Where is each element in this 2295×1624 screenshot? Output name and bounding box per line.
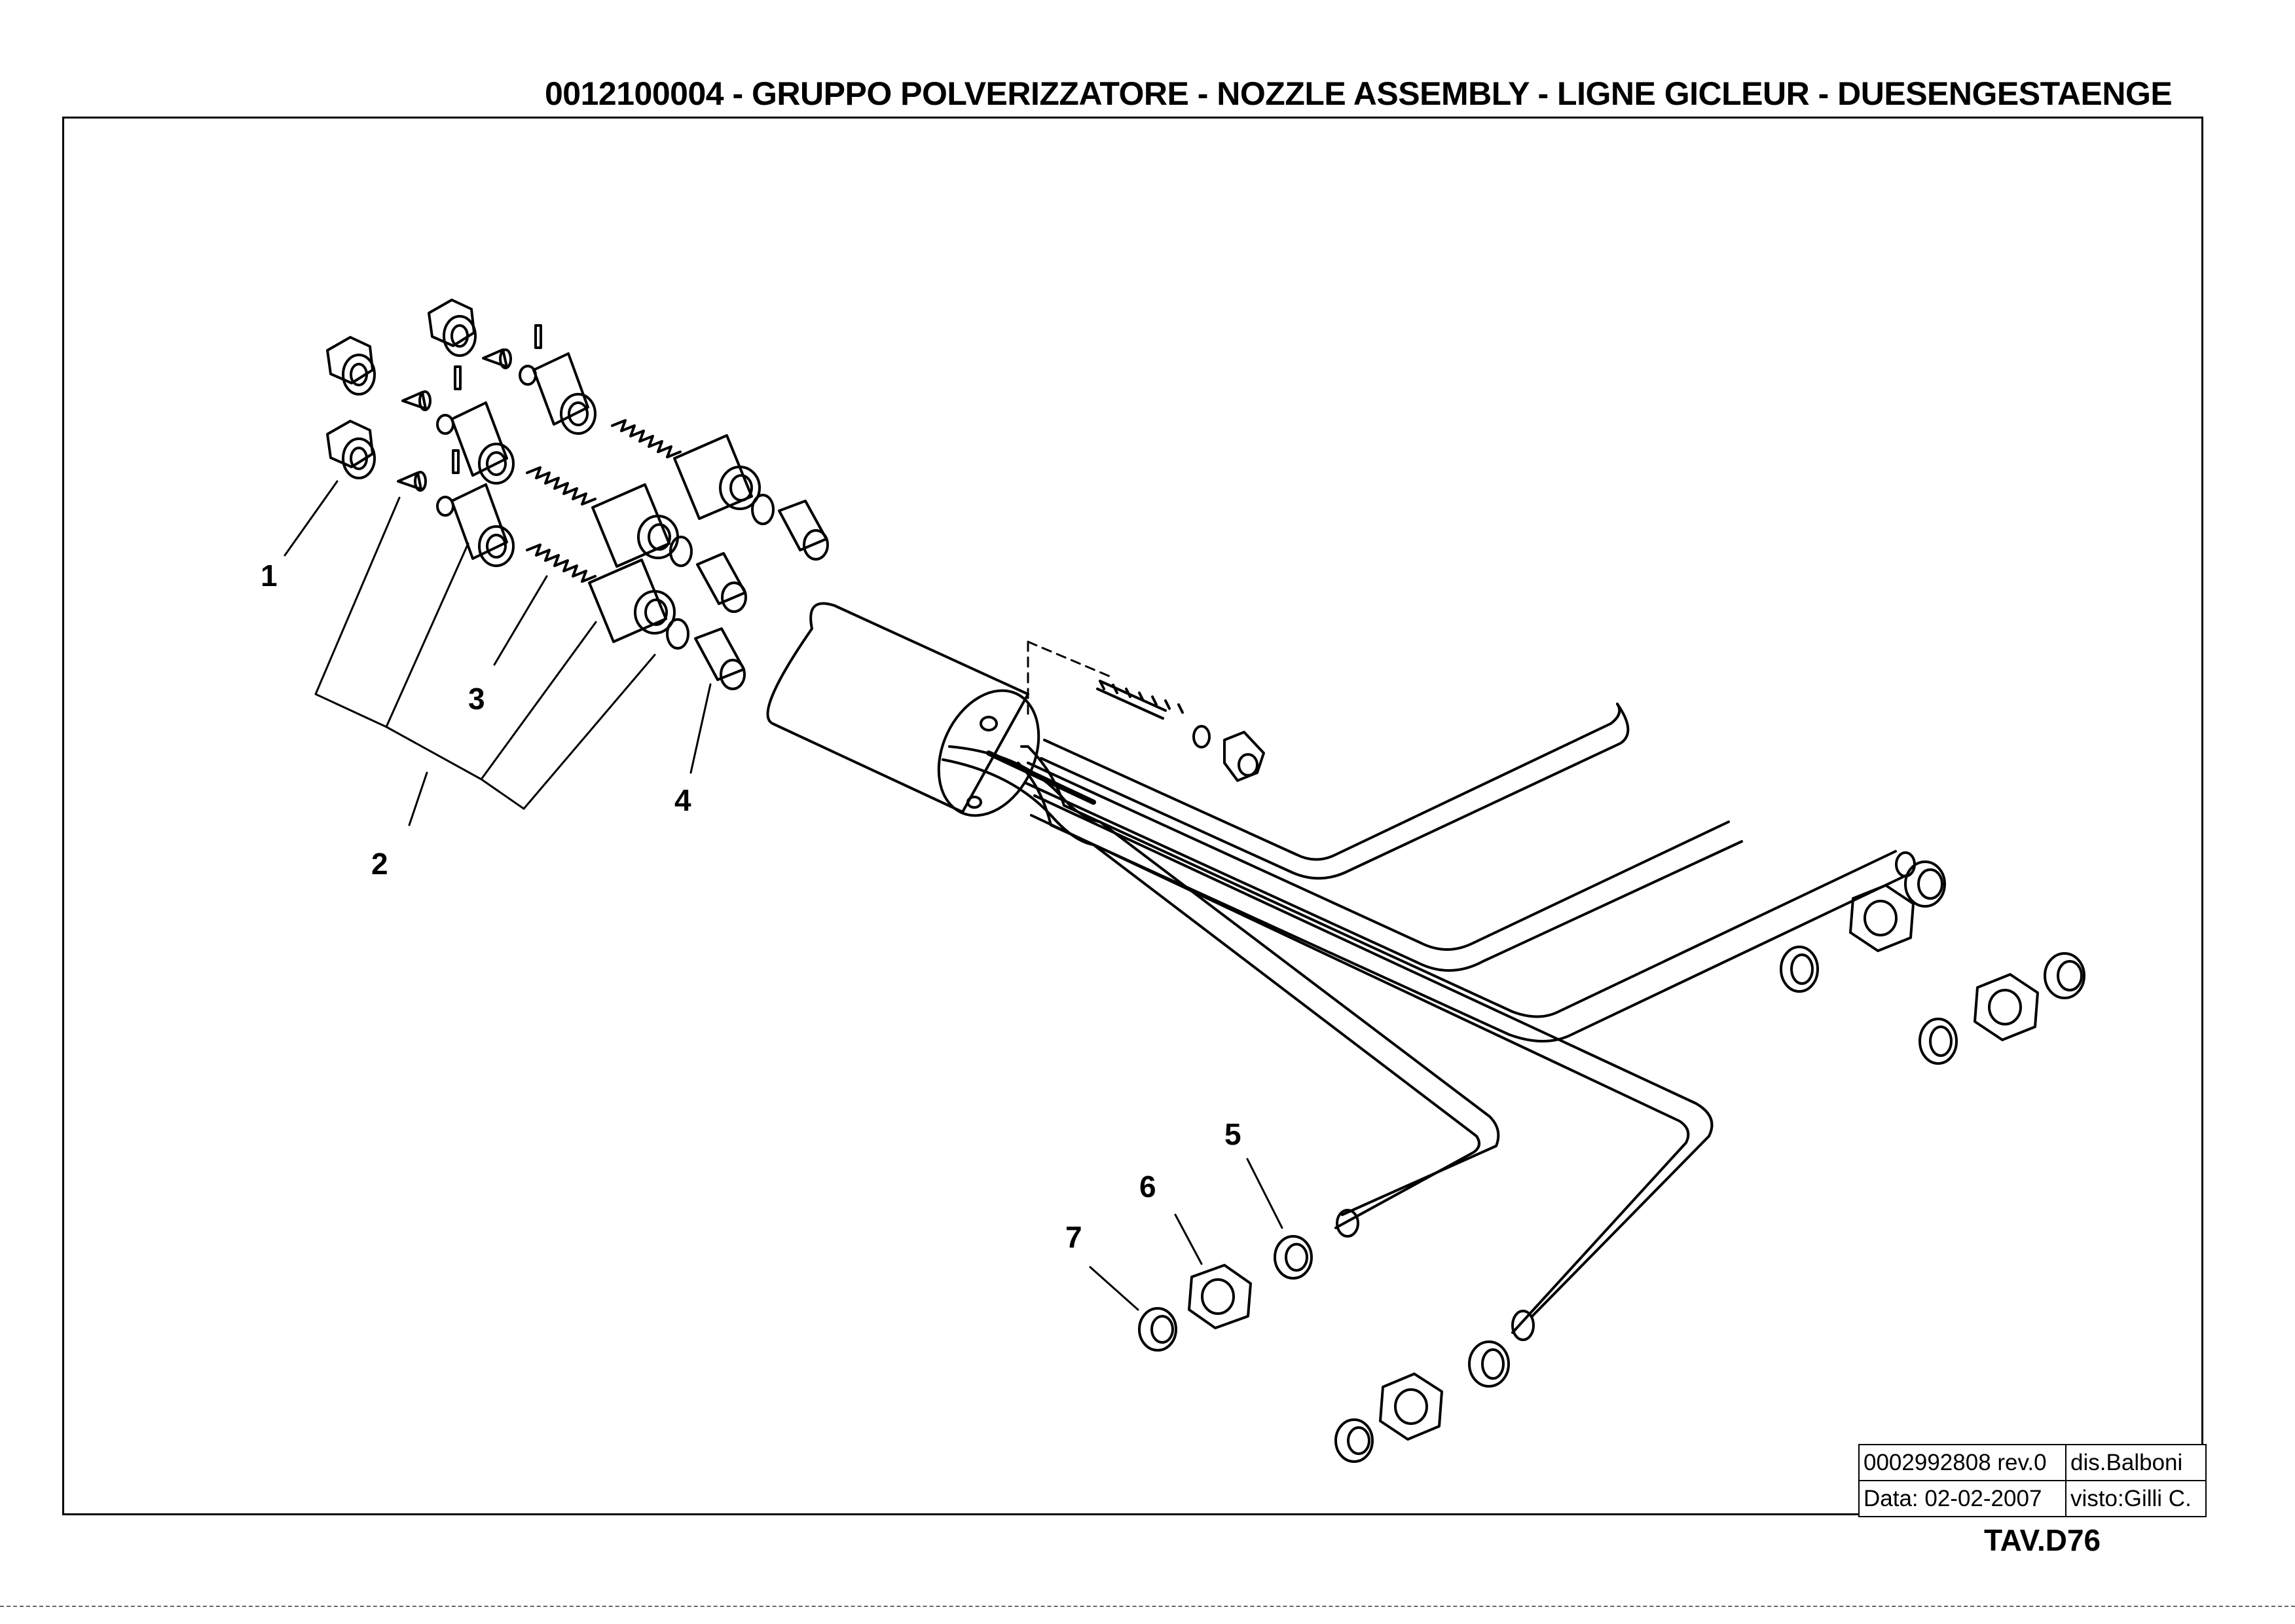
title-block: 0002992808 rev.0 dis.Balboni Data: 02-02… — [1858, 1444, 2207, 1517]
spring — [611, 419, 682, 458]
pin — [452, 449, 460, 474]
hex-nut — [1188, 1264, 1252, 1329]
sleeve — [673, 434, 753, 520]
washer — [1192, 725, 1211, 748]
o-ring — [666, 618, 689, 650]
callout-5: 5 — [1224, 1117, 1241, 1151]
small-fitting — [1223, 731, 1265, 782]
nut-thread-end — [443, 315, 477, 357]
nozzle-row-bottom — [326, 420, 746, 690]
pin — [454, 365, 462, 390]
spring — [526, 466, 597, 506]
cap — [694, 627, 745, 681]
callout-7: 7 — [1065, 1220, 1082, 1254]
cap — [778, 500, 828, 551]
fittings-upper-right — [1780, 860, 1946, 993]
hex-nut — [326, 336, 374, 384]
cone-tip — [482, 348, 508, 368]
pipe-middle-right — [1023, 762, 1743, 972]
hex-nut — [1974, 973, 2039, 1041]
o-ring — [669, 536, 693, 567]
pin — [534, 324, 542, 349]
pipe-thin-stripe — [986, 750, 1096, 805]
nozzle-row-top — [428, 299, 829, 561]
nozzle-row-middle — [326, 336, 747, 613]
threaded-screw — [1096, 680, 1184, 720]
callout-4: 4 — [674, 783, 691, 817]
nozzle-body — [532, 352, 589, 426]
callout-3: 3 — [468, 682, 485, 716]
page-edge-rule — [0, 1606, 2295, 1607]
drawing-date: Data: 02-02-2007 — [1858, 1480, 2067, 1517]
drawn-by: dis.Balboni — [2065, 1444, 2207, 1481]
drawing-number: 0002992808 rev.0 — [1858, 1444, 2067, 1481]
table-code: TAV.D76 — [1984, 1523, 2101, 1557]
callout-2: 2 — [371, 847, 388, 881]
sheet-title: 0012100004 - GRUPPO POLVERIZZATORE - NOZ… — [545, 75, 2173, 112]
hex-nut — [1379, 1373, 1443, 1441]
pipe-end — [1511, 1310, 1535, 1341]
nozzle-body — [450, 401, 508, 477]
o-ring — [751, 494, 775, 525]
spring — [526, 544, 597, 583]
pipe-bottom-right — [1030, 794, 1714, 1341]
leader-lines — [284, 480, 1283, 1311]
hex-nut — [326, 420, 374, 468]
drawing-frame — [62, 117, 2203, 1515]
pipe-end — [1336, 1209, 1359, 1238]
fittings-right — [1919, 952, 2085, 1065]
checked-by: visto:Gilli C. — [2065, 1480, 2207, 1517]
fittings-lower-left — [1138, 1235, 1313, 1352]
callout-6: 6 — [1139, 1170, 1156, 1204]
callout-1: 1 — [261, 559, 278, 593]
pipe-upper-right — [1040, 703, 1630, 880]
fittings-bottom — [1334, 1340, 1510, 1463]
nozzle-body — [450, 483, 508, 560]
hex-nut — [1849, 884, 1915, 952]
